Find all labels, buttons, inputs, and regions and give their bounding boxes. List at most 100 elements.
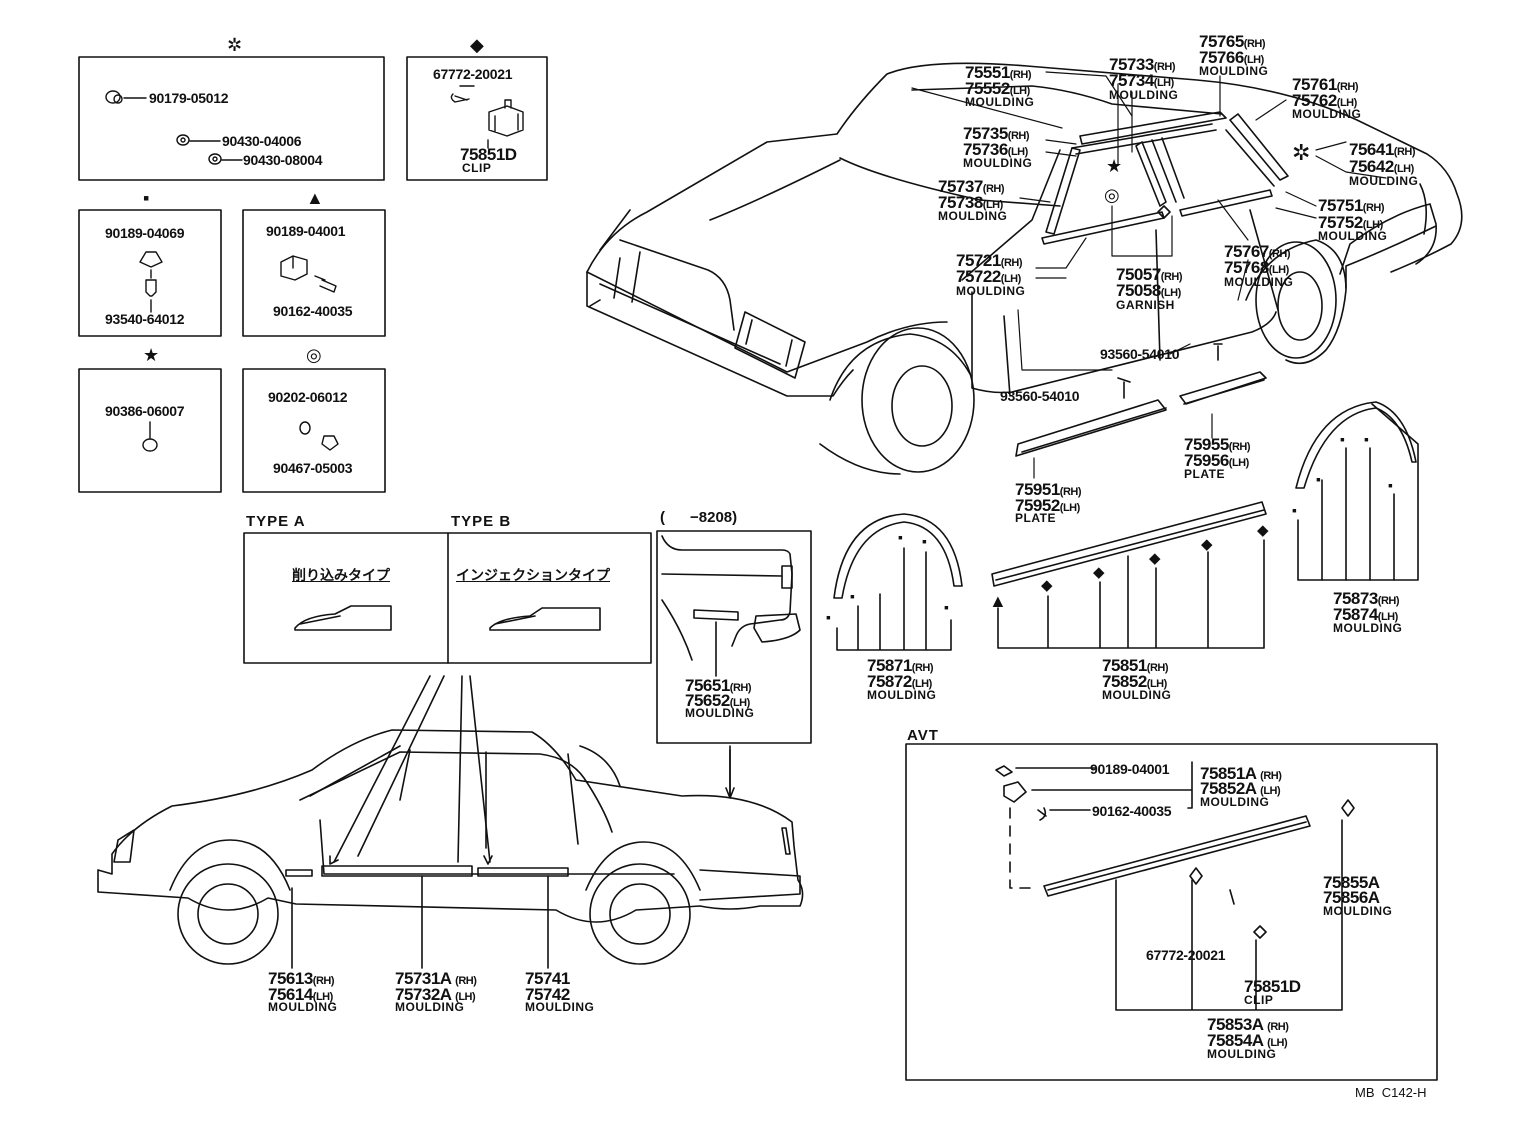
legend-box-asterisk [78,56,385,181]
part-75752: 75752(LH) [1318,213,1383,232]
part-avt-90189-04001: 90189-04001 [1090,761,1170,777]
label-moulding-75651: MOULDING [685,706,755,720]
mid-arch-front [833,513,963,651]
part-93560-54010-b: 93560-54010 [1000,388,1080,404]
part-75765: 75765(RH) [1199,32,1266,51]
diamond-symbol-icon: ◆ [470,35,484,55]
part-avt-67772-20021: 67772-20021 [1146,947,1226,963]
avt-title: AVT [907,727,939,744]
label-garnish-75057: GARNISH [1116,298,1175,312]
top-car-outline [586,62,1463,475]
part-75551: 75551(RH) [965,63,1032,82]
squares-marker-icon: ▪ [1340,431,1345,447]
bottom-car-outline [97,675,804,969]
label-moulding-75761: MOULDING [1292,107,1362,121]
diagram-code: MB C142-H [1355,1085,1427,1100]
part-75851: 75851(RH) [1102,656,1169,675]
part-90386-06007: 90386-06007 [105,403,185,419]
part-90189-04069: 90189-04069 [105,225,185,241]
diamond-marker-icon: ◆ [1257,522,1269,539]
part-75614: 75614(LH) [268,985,333,1004]
part-67772-20021: 67772-20021 [433,66,513,82]
label-moulding-75767: MOULDING [1224,275,1294,289]
part-75731a: 75731A (RH) [395,969,477,988]
part-93560-54010-a: 93560-54010 [1100,346,1180,362]
part-75058: 75058(LH) [1116,281,1181,300]
part-75873: 75873(RH) [1333,589,1400,608]
part-75735: 75735(RH) [963,124,1030,143]
asterisk-symbol-icon: ✲ [227,35,243,55]
part-75751: 75751(RH) [1318,196,1385,215]
part-75767: 75767(RH) [1224,242,1291,261]
mid-side-moulding [991,501,1267,649]
part-75738: 75738(LH) [938,193,1003,212]
inset-8208-title: ( −8208) [660,509,738,526]
part-90430-04006: 90430-04006 [222,133,302,149]
part-75651: 75651(RH) [685,676,752,695]
part-75872: 75872(LH) [867,672,932,691]
triangle-marker-icon: ▲ [989,591,1007,611]
squares-marker-icon: ▪ [1364,431,1369,447]
part-90430-08004: 90430-08004 [243,152,323,168]
part-90202-06012: 90202-06012 [268,389,348,405]
top-car-leaders [911,71,1387,479]
asterisk-marker-icon: ✲ [1292,140,1311,165]
label-moulding-75721: MOULDING [956,284,1026,298]
label-moulding-75613: MOULDING [268,1000,338,1014]
label-moulding-75851a: MOULDING [1200,795,1270,809]
part-75766: 75766(LH) [1199,48,1264,67]
diamond-marker-icon: ◆ [1149,550,1161,567]
part-75768: 75768(LH) [1224,258,1289,277]
label-clip: CLIP [462,161,492,175]
part-75955: 75955(RH) [1184,435,1251,454]
part-avt-75851d: 75851D [1244,977,1301,996]
squares-marker-icon: ▪ [898,529,903,545]
part-75613: 75613(RH) [268,969,335,988]
part-75733: 75733(RH) [1109,55,1176,74]
star-symbol-icon: ★ [143,345,160,365]
label-plate-75955: PLATE [1184,467,1225,481]
label-moulding-75551: MOULDING [965,95,1035,109]
label-moulding-75731a: MOULDING [395,1000,465,1014]
mid-arch-rear [1295,401,1419,581]
legend-box-diamond [406,56,548,181]
label-clip-avt: CLIP [1244,993,1274,1007]
part-93540-64012: 93540-64012 [105,311,185,327]
part-75952: 75952(LH) [1015,496,1080,515]
squares-marker-icon: ▪ [826,609,831,625]
avt-box [905,743,1438,1081]
part-75722: 75722(LH) [956,267,1021,286]
part-75652: 75652(LH) [685,691,750,710]
part-75741: 75741 [525,969,570,988]
label-moulding-75871: MOULDING [867,688,937,702]
diamond-marker-icon: ◆ [1093,564,1105,581]
avt-parts [995,761,1355,1011]
label-moulding-75751: MOULDING [1318,229,1388,243]
squares-marker-icon: ▪ [1388,477,1393,493]
squares-marker-icon: ▪ [850,588,855,604]
legend-box-squares [78,209,222,337]
squares-symbol-icon: ▪ [143,188,150,208]
label-moulding-75733: MOULDING [1109,88,1179,102]
part-75552: 75552(LH) [965,79,1030,98]
part-75641: 75641(RH) [1349,140,1416,159]
part-75732a: 75732A (LH) [395,985,476,1004]
part-75721: 75721(RH) [956,251,1023,270]
part-75852: 75852(LH) [1102,672,1167,691]
label-moulding-75735: MOULDING [963,156,1033,170]
part-75851a: 75851A (RH) [1200,764,1282,783]
part-75856a: 75856A [1323,888,1380,907]
part-75874: 75874(LH) [1333,605,1398,624]
part-90162-40035: 90162-40035 [273,303,353,319]
diamond-marker-icon: ◆ [1201,536,1213,553]
type-a-title: TYPE A [246,513,306,530]
squares-marker-icon: ▪ [922,533,927,549]
label-moulding-75641: MOULDING [1349,174,1419,188]
squares-marker-icon: ▪ [1292,502,1297,518]
label-plate-75951: PLATE [1015,511,1056,525]
fastener-icons [105,85,524,452]
squares-marker-icon: ▪ [944,599,949,615]
part-75642: 75642(LH) [1349,157,1414,176]
diamond-marker-icon: ◆ [1041,577,1053,594]
